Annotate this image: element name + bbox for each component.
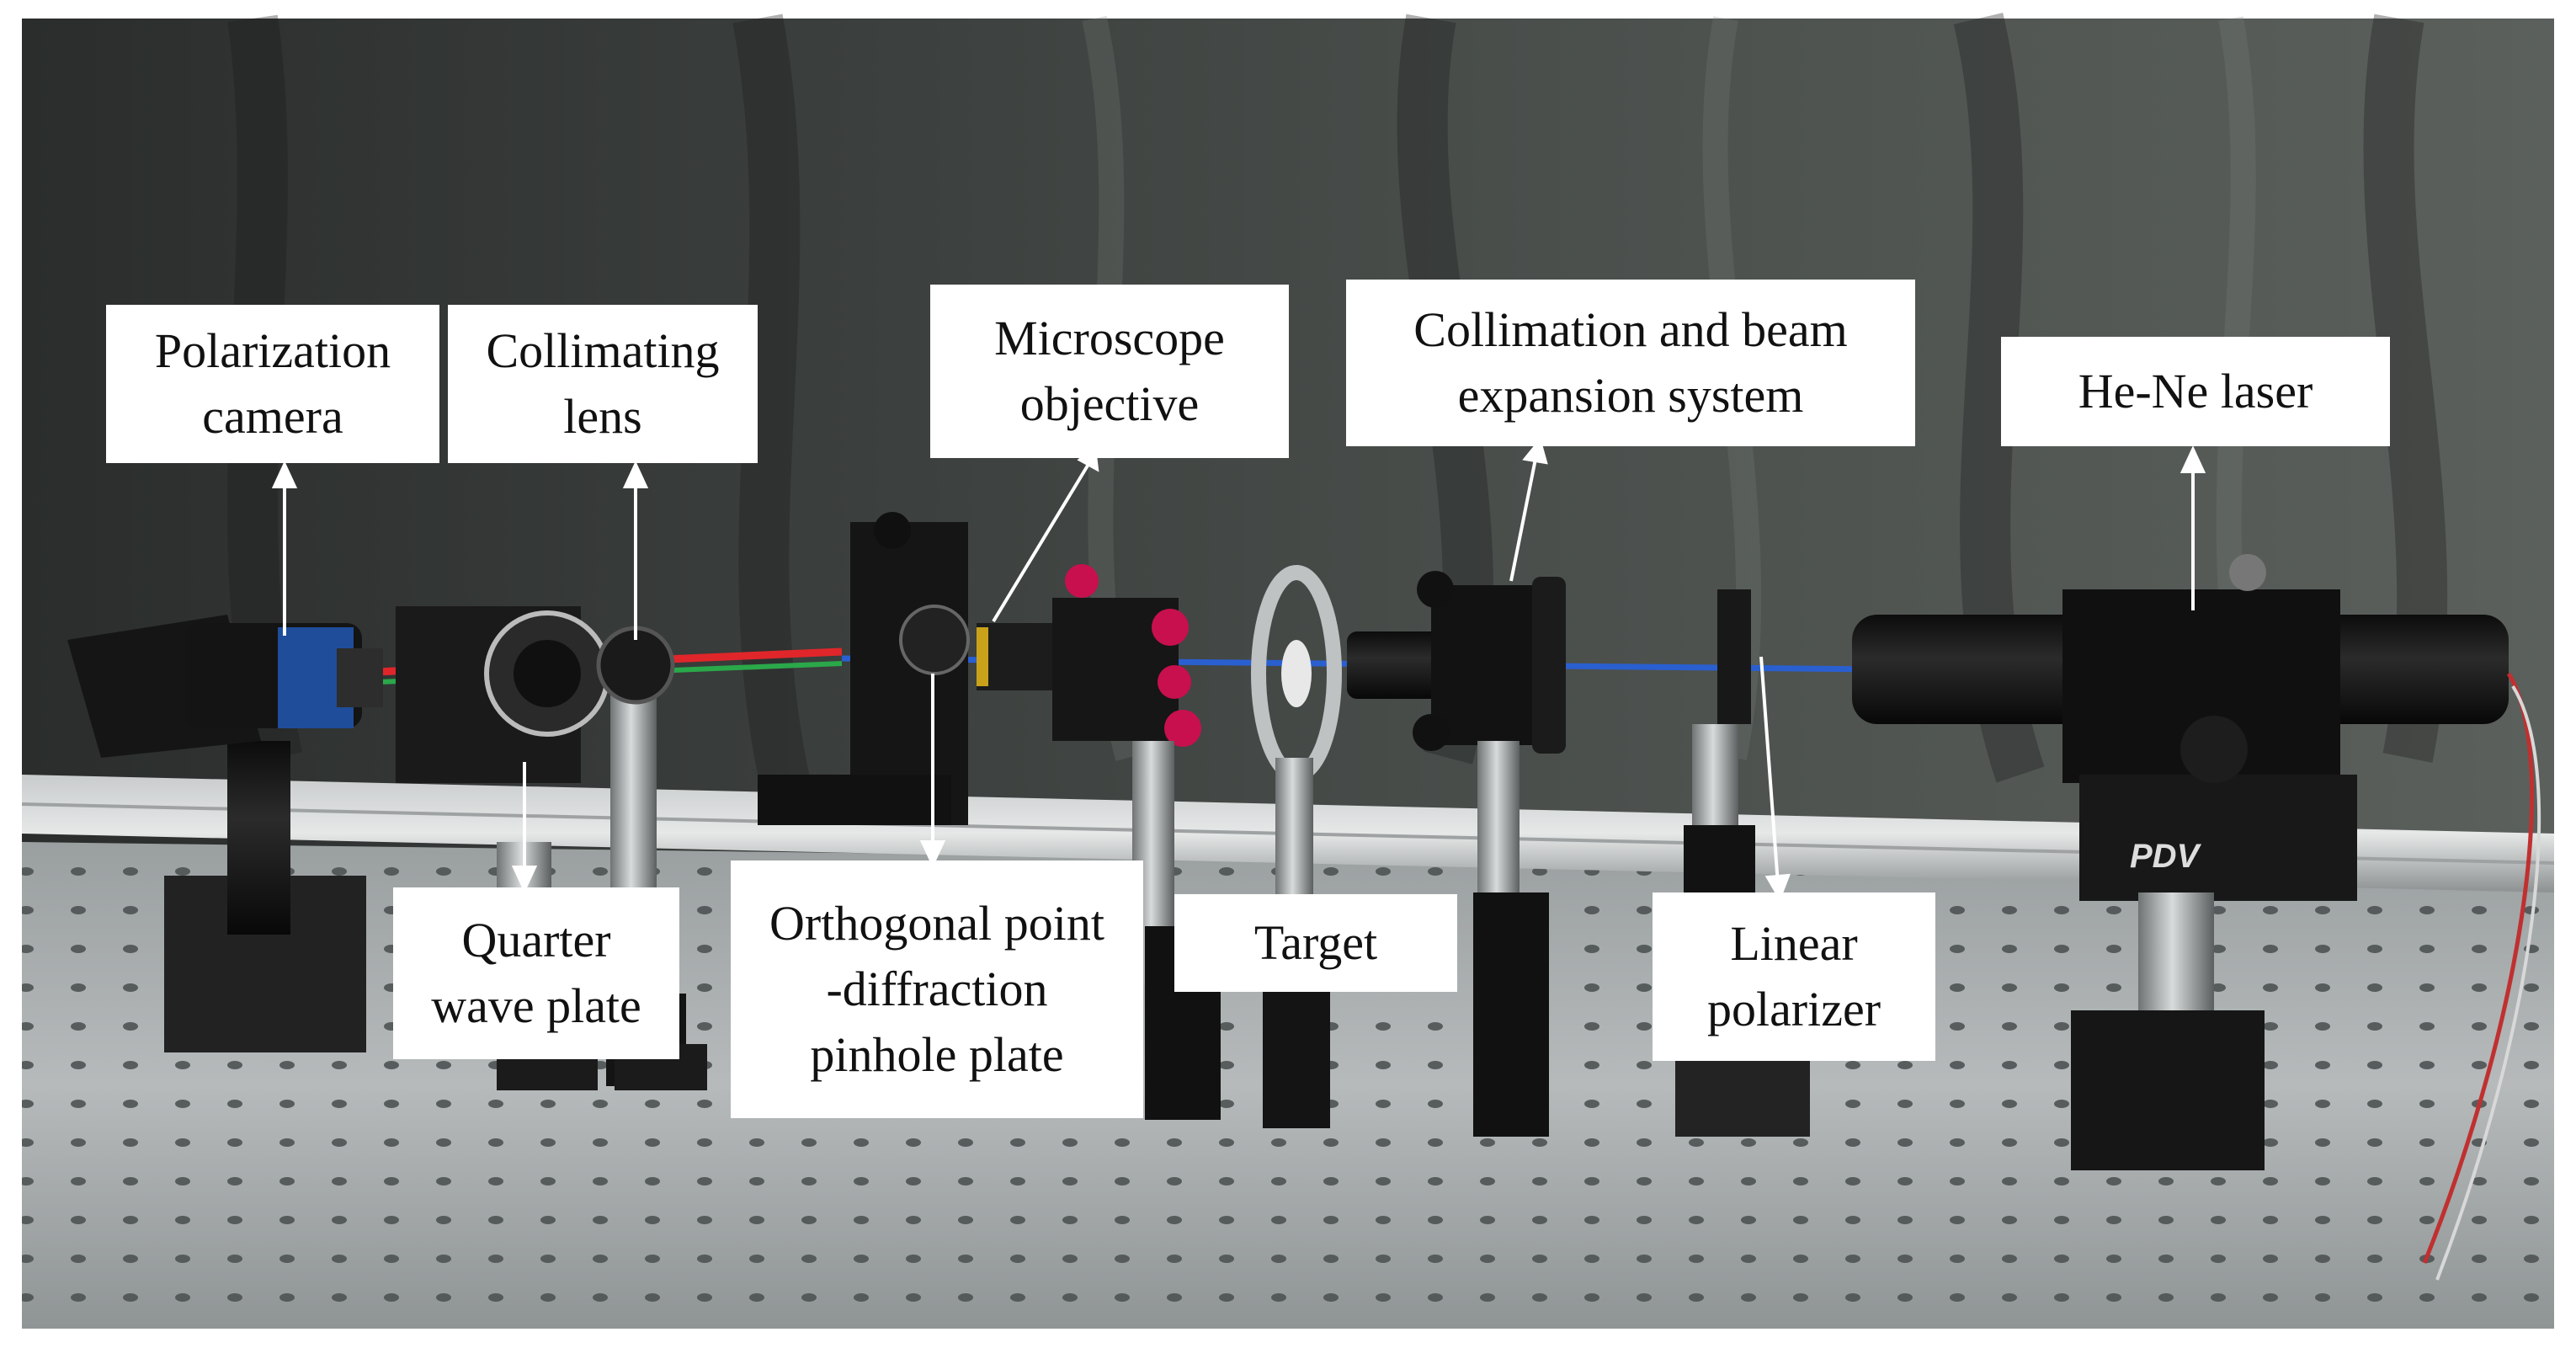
label-polarization-camera: Polarization camera [106,305,439,463]
label-microscope-objective: Microscope objective [930,285,1289,458]
polarization-camera-device [67,615,383,1052]
label-linear-polarizer: Linear polarizer [1653,892,1935,1061]
label-target: Target [1174,894,1457,992]
beam-expander-device [1347,571,1566,1137]
label-collimating-lens: Collimating lens [448,305,758,463]
laser-brand-text: PDV [2130,838,2202,875]
label-pinhole-plate: Orthogonal point -diffraction pinhole pl… [731,860,1143,1118]
label-collimation-beam-expansion: Collimation and beam expansion system [1346,280,1915,446]
label-he-ne-laser: He-Ne laser [2001,337,2390,446]
annotation-arrows [271,437,2206,902]
he-ne-laser-device: PDV [1852,554,2541,1281]
target-device [1251,565,1342,1128]
pinhole-plate-device [758,512,970,825]
label-quarter-wave-plate: Quarter wave plate [393,887,679,1059]
